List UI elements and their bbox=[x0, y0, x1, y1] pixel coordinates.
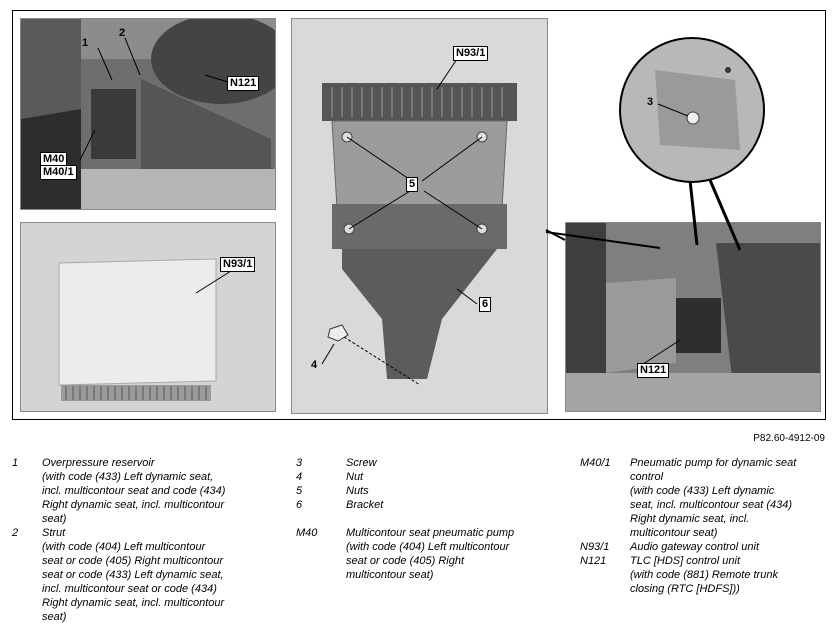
legend-text: Strut (with code (404) Left multicontour… bbox=[42, 526, 272, 624]
legend-line: multicontour seat) bbox=[630, 527, 718, 539]
legend-num: 3 bbox=[296, 457, 303, 469]
legend-line: Nuts bbox=[346, 485, 369, 497]
legend-text: Nuts bbox=[346, 484, 556, 498]
legend-text: Multicontour seat pneumatic pump (with c… bbox=[346, 526, 556, 582]
legend-line: seat or code (405) Right bbox=[346, 555, 465, 567]
legend-num: 5 bbox=[296, 485, 303, 497]
callout-5: 5 bbox=[406, 177, 419, 192]
callout-3: 3 bbox=[647, 96, 654, 108]
legend-line: TLC [HDS] control unit bbox=[630, 555, 741, 567]
legend-num: M40 bbox=[296, 527, 318, 539]
legend-line: seat or code (433) Left dynamic seat, bbox=[42, 569, 224, 581]
legend-line: seat) bbox=[42, 611, 67, 623]
legend-num: N93/1 bbox=[580, 541, 610, 553]
legend-item-1: 1 Overpressure reservoir (with code (433… bbox=[12, 456, 272, 526]
photo-trunk-left bbox=[20, 18, 276, 210]
bracket-drawing-art bbox=[292, 19, 547, 413]
legend-item-m40-1: M40/1 Pneumatic pump for dynamic seat co… bbox=[580, 456, 830, 540]
legend-line: incl. multicontour seat and code (434) bbox=[42, 485, 226, 497]
legend-line: closing (RTC [HDFS])) bbox=[630, 583, 740, 595]
legend-line: Right dynamic seat, incl. multicontour bbox=[42, 597, 225, 609]
photo-control-unit bbox=[20, 222, 276, 412]
legend-item-3: 3 Screw bbox=[296, 456, 556, 470]
legend-line: (with code (433) Left dynamic seat, bbox=[42, 471, 214, 483]
legend-line: (with code (433) Left dynamic bbox=[630, 485, 775, 497]
legend-line: control bbox=[630, 471, 664, 483]
callout-2: 2 bbox=[119, 27, 126, 39]
legend-line: Pneumatic pump for dynamic seat bbox=[630, 457, 797, 469]
callout-n93-1-center: N93/1 bbox=[453, 46, 489, 61]
legend-line: Audio gateway control unit bbox=[630, 541, 760, 553]
legend-line: seat, incl. multicontour seat (434) bbox=[630, 499, 793, 511]
callout-1: 1 bbox=[82, 37, 89, 49]
legend-item-2: 2 Strut (with code (404) Left multiconto… bbox=[12, 526, 272, 624]
legend-num: 1 bbox=[12, 457, 19, 469]
legend-line: Nut bbox=[346, 471, 364, 483]
legend-line: Right dynamic seat, incl. bbox=[630, 513, 750, 525]
legend-item-6: 6 Bracket bbox=[296, 498, 556, 512]
control-unit-art bbox=[21, 223, 275, 411]
callout-n93-1-left: N93/1 bbox=[220, 257, 256, 272]
legend-column-2: 3 Screw 4 Nut 5 Nuts 6 Bracket M40 Multi… bbox=[296, 456, 556, 582]
callout-m40-1: M40/1 bbox=[40, 165, 77, 180]
photo-trunk-left-art bbox=[21, 19, 275, 209]
legend-line: seat) bbox=[42, 513, 67, 525]
legend-line: Screw bbox=[346, 457, 377, 469]
legend-text: Nut bbox=[346, 470, 556, 484]
legend-column-3: M40/1 Pneumatic pump for dynamic seat co… bbox=[580, 456, 830, 596]
callout-6: 6 bbox=[479, 297, 492, 312]
legend-text: Bracket bbox=[346, 498, 556, 512]
legend-item-4: 4 Nut bbox=[296, 470, 556, 484]
legend-line: Multicontour seat pneumatic pump bbox=[346, 527, 515, 539]
callout-4: 4 bbox=[311, 359, 318, 371]
legend-item-m40: M40 Multicontour seat pneumatic pump (wi… bbox=[296, 526, 556, 582]
legend-line: Overpressure reservoir bbox=[42, 457, 155, 469]
photo-trunk-right bbox=[565, 222, 821, 412]
legend-line: multicontour seat) bbox=[346, 569, 434, 581]
legend-text: Audio gateway control unit bbox=[630, 540, 830, 554]
legend-item-n93-1: N93/1 Audio gateway control unit bbox=[580, 540, 830, 554]
figure-reference: P82.60-4912-09 bbox=[753, 433, 825, 444]
legend-line: seat or code (405) Right multicontour bbox=[42, 555, 223, 567]
legend-text: Pneumatic pump for dynamic seat control … bbox=[630, 456, 830, 540]
legend-line: (with code (404) Left multicontour bbox=[346, 541, 510, 553]
legend-item-5: 5 Nuts bbox=[296, 484, 556, 498]
legend-num: N121 bbox=[580, 555, 607, 567]
legend-text: TLC [HDS] control unit (with code (881) … bbox=[630, 554, 830, 596]
callout-n121-top: N121 bbox=[227, 76, 260, 91]
legend-line: incl. multicontour seat or code (434) bbox=[42, 583, 217, 595]
legend-num: 6 bbox=[296, 499, 303, 511]
legend-item-n121: N121 TLC [HDS] control unit (with code (… bbox=[580, 554, 830, 596]
legend-num: M40/1 bbox=[580, 457, 611, 469]
legend-line: Strut bbox=[42, 527, 66, 539]
bracket-drawing bbox=[291, 18, 548, 414]
legend-num: 2 bbox=[12, 527, 19, 539]
legend-num: 4 bbox=[296, 471, 303, 483]
legend-line: (with code (404) Left multicontour bbox=[42, 541, 206, 553]
callout-n121-right: N121 bbox=[637, 363, 670, 378]
legend-text: Overpressure reservoir (with code (433) … bbox=[42, 456, 272, 526]
legend-column-1: 1 Overpressure reservoir (with code (433… bbox=[12, 456, 272, 624]
legend-line: (with code (881) Remote trunk bbox=[630, 569, 778, 581]
legend-line: Right dynamic seat, incl. multicontour bbox=[42, 499, 225, 511]
legend-text: Screw bbox=[346, 456, 556, 470]
legend-line: Bracket bbox=[346, 499, 384, 511]
photo-trunk-right-art bbox=[566, 223, 820, 411]
